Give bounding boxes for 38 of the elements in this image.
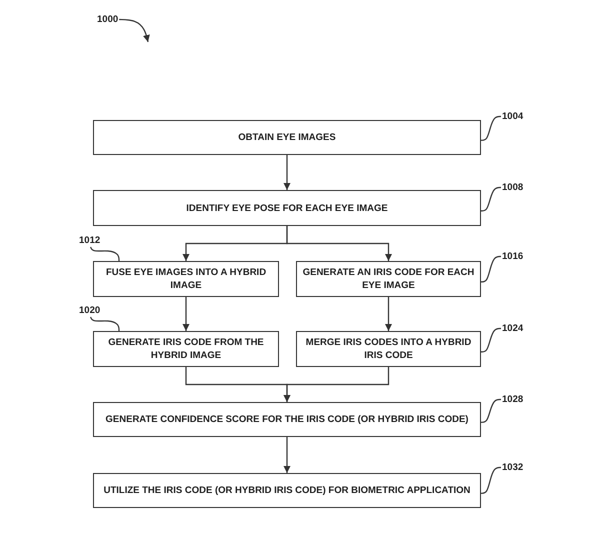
arrow xyxy=(284,367,390,402)
leader-line xyxy=(481,328,501,352)
step-text: GENERATE IRIS CODE FROM THE HYBRID IMAGE xyxy=(107,336,265,362)
step-text: GENERATE CONFIDENCE SCORE FOR THE IRIS CODE (OR HYBRID IRIS CODE) xyxy=(106,413,468,426)
process-box xyxy=(93,473,481,508)
process-box xyxy=(93,331,279,367)
arrow xyxy=(119,18,150,42)
reference-number: 1004 xyxy=(502,111,524,122)
process-box xyxy=(93,261,279,297)
reference-number: 1008 xyxy=(502,182,524,193)
process-box xyxy=(93,190,481,226)
arrow xyxy=(385,297,392,331)
leader-line xyxy=(481,116,501,141)
process-box xyxy=(296,331,481,367)
reference-number: 1020 xyxy=(79,305,100,316)
leader-line xyxy=(481,256,501,282)
step-text: MERGE IRIS CODES INTO A HYBRID IRIS CODE xyxy=(304,336,472,362)
process-box xyxy=(296,261,481,297)
leader-line xyxy=(481,398,501,423)
process-box xyxy=(93,120,481,155)
arrow xyxy=(182,297,190,331)
arrow xyxy=(286,226,392,261)
step-text: IDENTIFY EYE POSE FOR EACH EYE IMAGE xyxy=(186,202,388,214)
reference-number: 1032 xyxy=(502,462,524,473)
reference-number: 1016 xyxy=(502,251,524,262)
arrow xyxy=(284,437,290,473)
arrow xyxy=(284,155,290,190)
leader-line xyxy=(481,466,501,494)
step-text: FUSE EYE IMAGES INTO A HYBRID IMAGE xyxy=(104,266,268,292)
step-text: GENERATE AN IRIS CODE FOR EACH EYE IMAGE xyxy=(302,266,476,292)
reference-number: 1024 xyxy=(502,323,524,334)
process-box xyxy=(93,402,481,437)
reference-number: 1028 xyxy=(502,394,524,405)
leader-line xyxy=(481,186,501,212)
step-text: OBTAIN EYE IMAGES xyxy=(238,131,336,144)
reference-number: 1012 xyxy=(79,235,100,246)
step-text: UTILIZE THE IRIS CODE (OR HYBRID IRIS CODE) FOR BIOMETRIC APPLICATION xyxy=(104,484,470,497)
reference-number: 1000 xyxy=(97,14,118,25)
